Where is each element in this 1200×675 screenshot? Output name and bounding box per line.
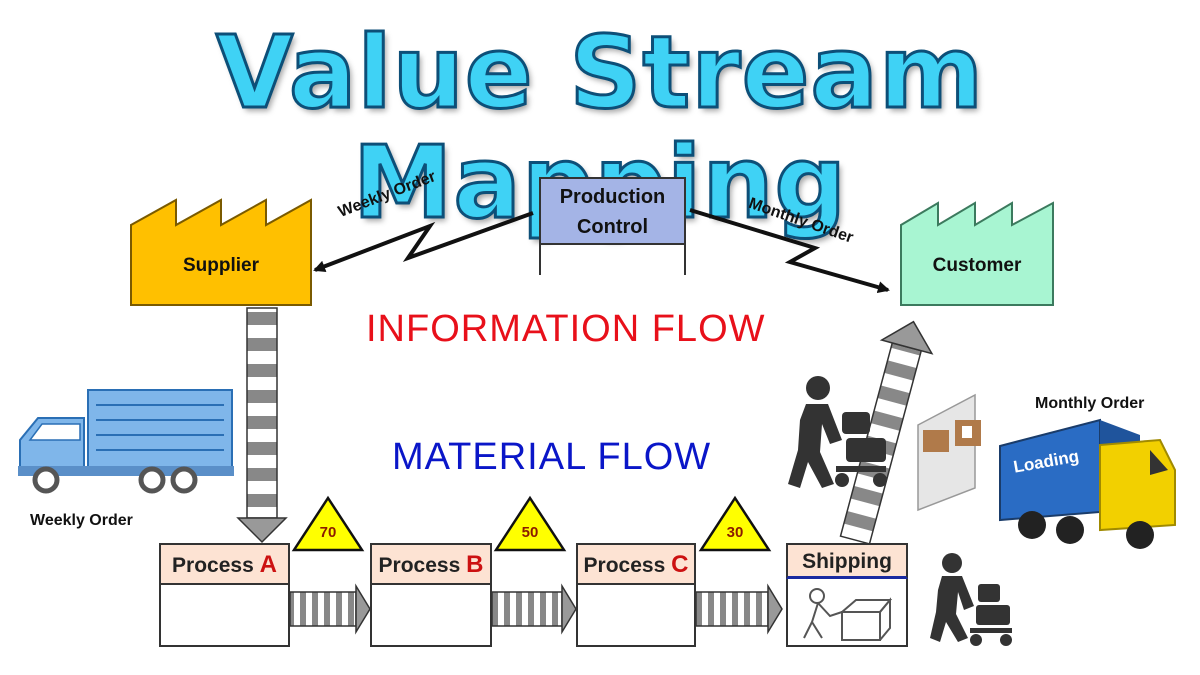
information-flow-heading: INFORMATION FLOW [366, 308, 766, 350]
loading-truck-icon [917, 393, 1176, 549]
process-a-data-box [159, 585, 290, 647]
production-control-line2: Control [576, 216, 649, 238]
push-arrow-icon [491, 583, 577, 635]
inventory-count-b: 50 [521, 524, 539, 541]
shipping-header: Shipping [786, 543, 908, 579]
supplier-label: Supplier [182, 255, 259, 276]
worker-with-cart-icon [930, 553, 1012, 646]
process-b-letter: B [466, 551, 484, 578]
monthly-order-truck-label: Monthly Order [1035, 395, 1145, 412]
push-arrow-icon [695, 583, 783, 635]
production-control-box [539, 177, 686, 275]
process-a-header: Process A [159, 543, 290, 585]
electronic-info-arrow-icon [689, 208, 890, 294]
weekly-order-truck-label: Weekly Order [30, 512, 133, 529]
process-c-letter: C [671, 551, 689, 578]
process-a-letter: A [259, 551, 277, 578]
production-control-label: Production Control [540, 182, 685, 242]
customer-factory-icon [900, 201, 1054, 306]
process-b-header: Process B [370, 543, 492, 585]
inventory-count-a: 70 [319, 524, 337, 541]
worker-with-cart-icon [788, 376, 887, 488]
inventory-triangle-icon [291, 495, 365, 552]
process-c-data-box [576, 585, 696, 647]
process-c-name: Process [583, 554, 672, 577]
push-arrow-icon [236, 307, 288, 544]
material-flow-heading: MATERIAL FLOW [392, 436, 712, 478]
inventory-count-c: 30 [726, 524, 744, 541]
delivery-truck-icon [18, 389, 234, 494]
shipping-data-box [786, 579, 908, 647]
customer-label: Customer [932, 255, 1022, 276]
electronic-info-arrow-icon [313, 211, 534, 273]
worker-packing-box-icon [803, 588, 893, 641]
production-control-line1: Production [559, 186, 666, 208]
process-a-name: Process [172, 554, 260, 577]
process-b-data-box [370, 585, 492, 647]
inventory-triangle-icon [698, 495, 772, 552]
inventory-triangle-icon [493, 495, 567, 552]
process-c-header: Process C [576, 543, 696, 585]
process-b-name: Process [378, 554, 467, 577]
supplier-factory-icon [130, 198, 312, 306]
push-arrow-icon [289, 583, 371, 635]
